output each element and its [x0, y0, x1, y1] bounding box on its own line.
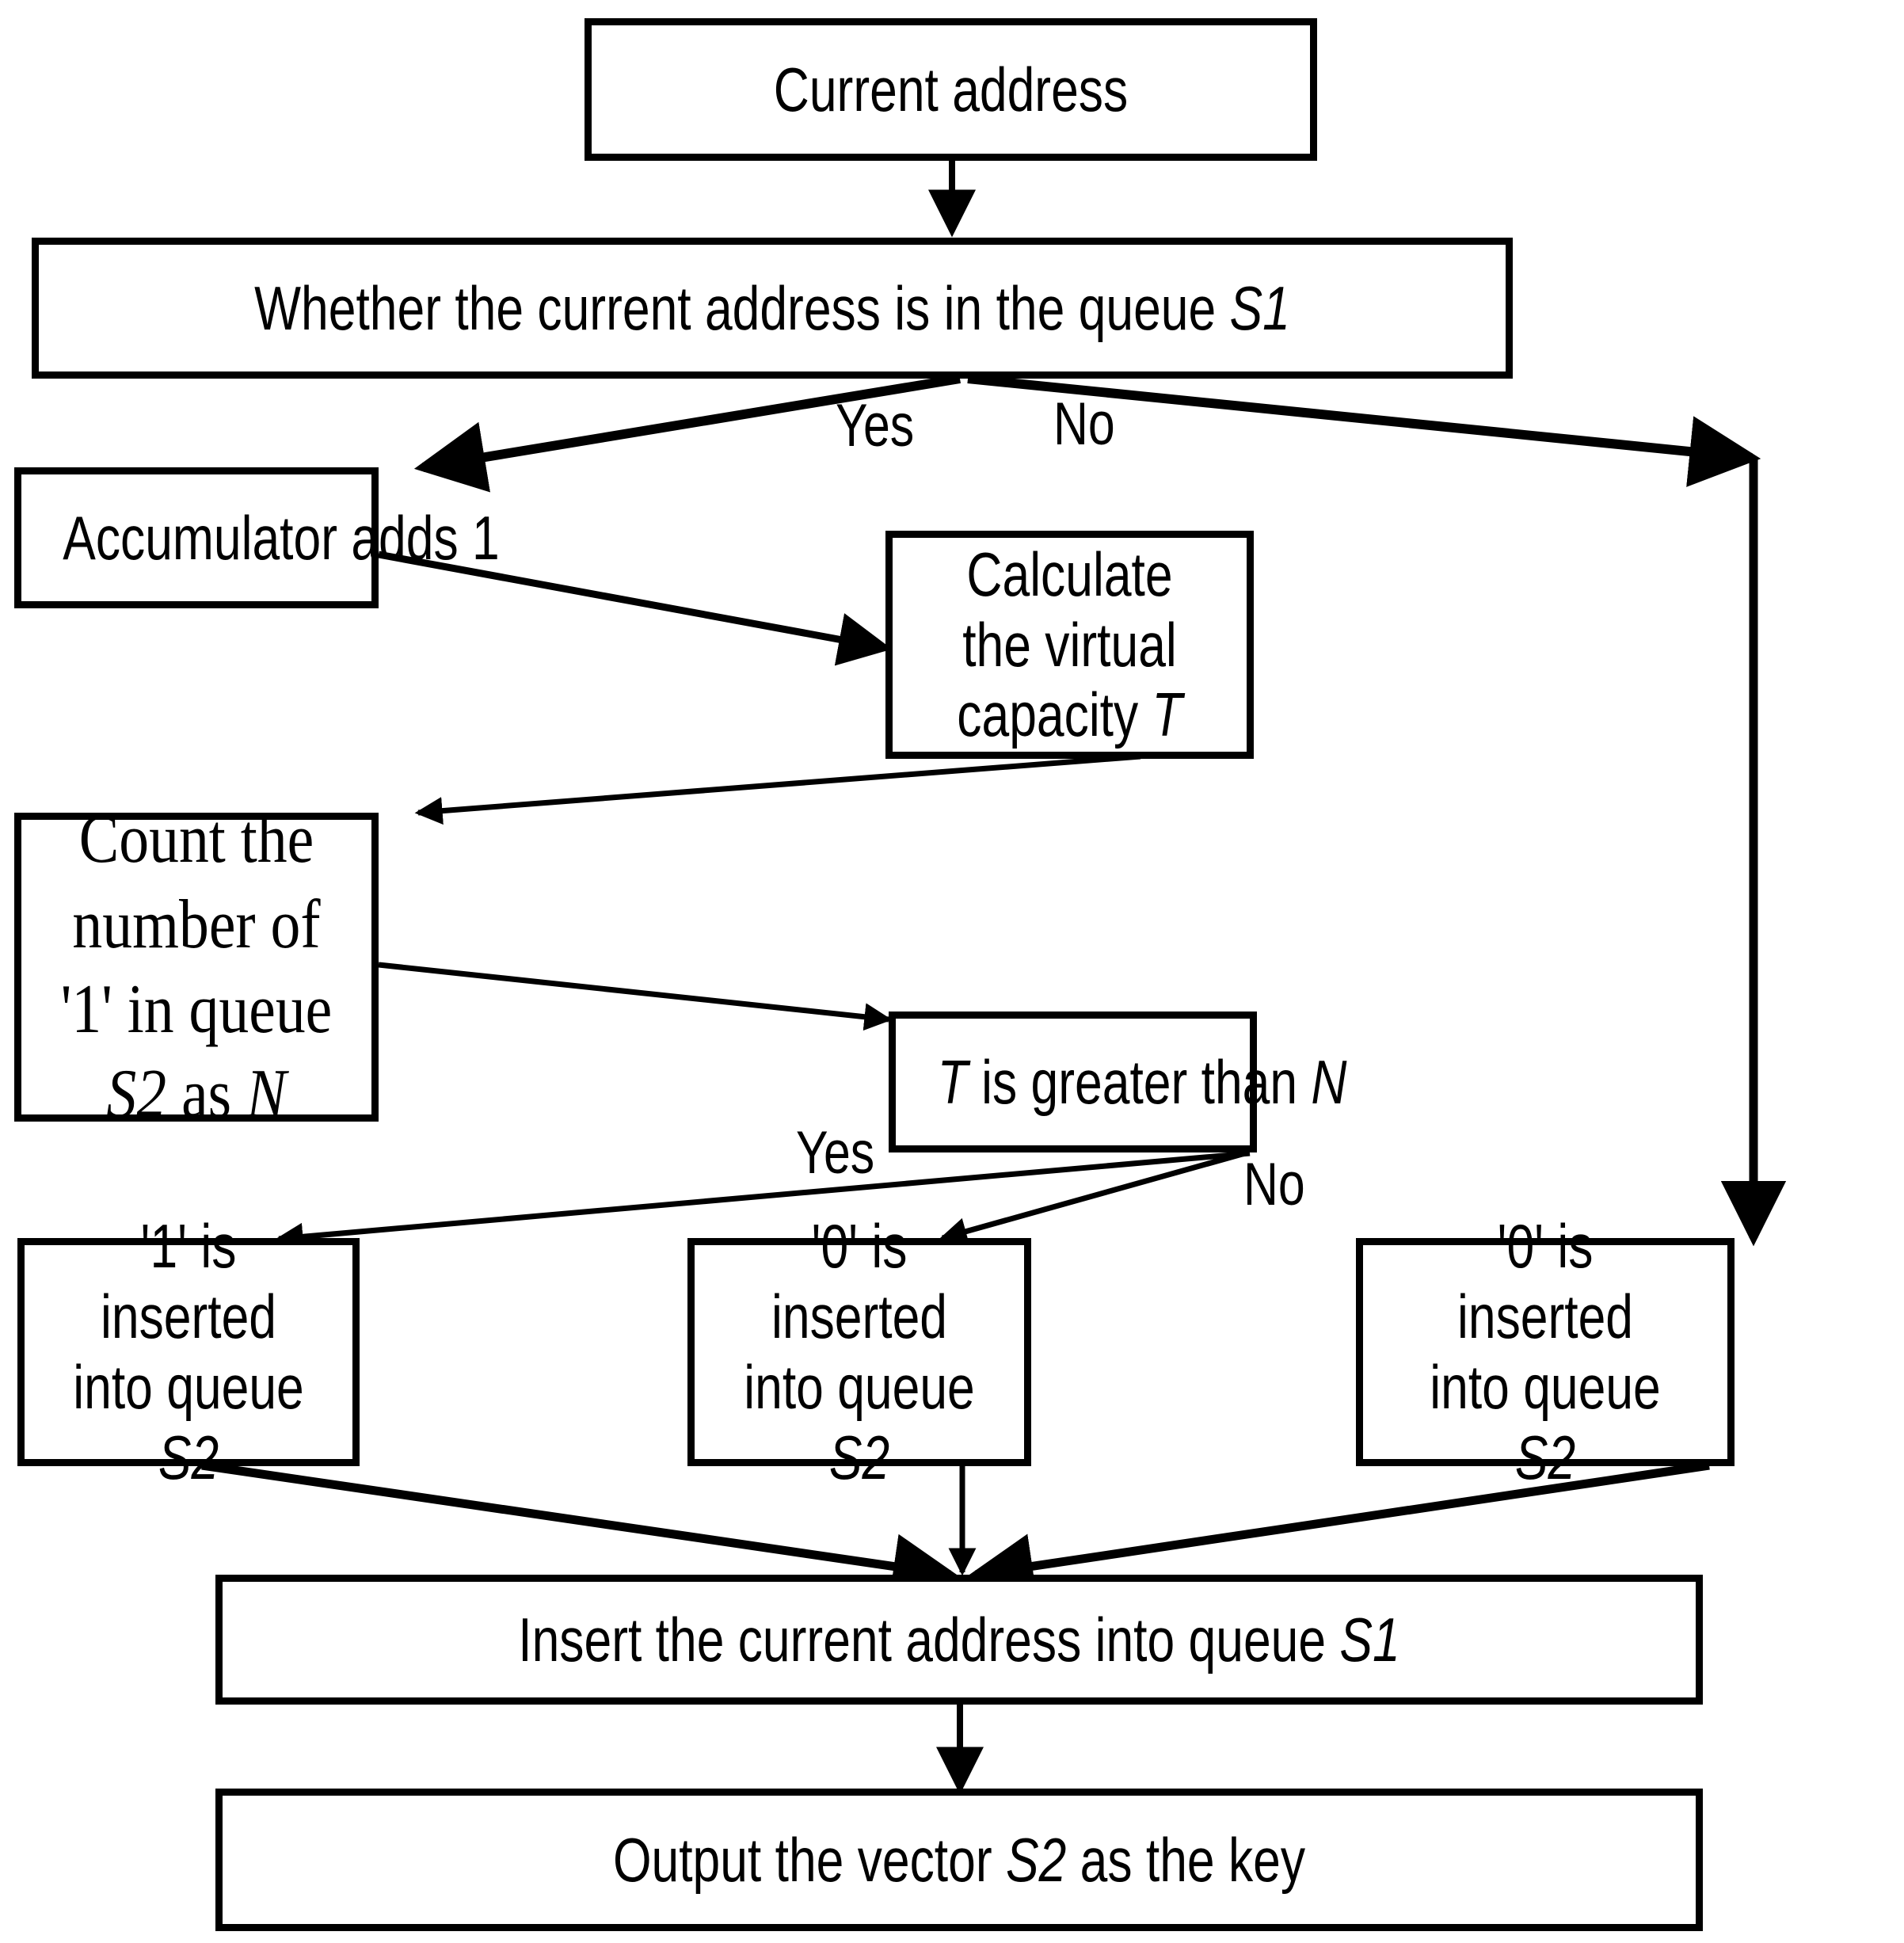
node-current-address-label: Current address	[773, 54, 1129, 124]
edge-count-to-compare	[378, 962, 893, 1031]
node-whether-in-queue-s1-label: Whether the current address is in the qu…	[254, 272, 1290, 343]
node-accumulator-adds-1[interactable]: Accumulator adds 1	[14, 467, 500, 608]
node-t-greater-than-n-label: T is greater than N	[937, 1046, 1347, 1117]
node-whether-in-queue-s1[interactable]: Whether the current address is in the qu…	[32, 238, 1513, 379]
node-count-ones-in-s2-label: Count the number of'1' in queue S2 as N	[60, 801, 333, 1133]
edge-label-yes-s1: Yes	[836, 392, 915, 459]
node-output-vector-s2-label: Output the vector S2 as the key	[612, 1824, 1306, 1895]
edge-label-yes-t-greater-n: Yes	[796, 1119, 875, 1187]
node-accumulator-adds-1-label: Accumulator adds 1	[63, 502, 500, 573]
node-output-vector-s2[interactable]: Output the vector S2 as the key	[215, 1789, 1703, 1931]
node-t-greater-than-n[interactable]: T is greater than N	[889, 1012, 1347, 1152]
edge-label-no-s1: No	[1053, 391, 1115, 458]
node-insert-address-into-s1[interactable]: Insert the current address into queue S1	[215, 1575, 1703, 1705]
edge-calculate-to-count	[414, 753, 1141, 825]
edge-label-no-t-greater-n: No	[1243, 1151, 1305, 1218]
node-count-ones-in-s2[interactable]: Count the number of'1' in queue S2 as N	[14, 801, 379, 1133]
node-insert-address-into-s1-label: Insert the current address into queue S1	[518, 1604, 1400, 1674]
node-current-address[interactable]: Current address	[585, 18, 1317, 161]
